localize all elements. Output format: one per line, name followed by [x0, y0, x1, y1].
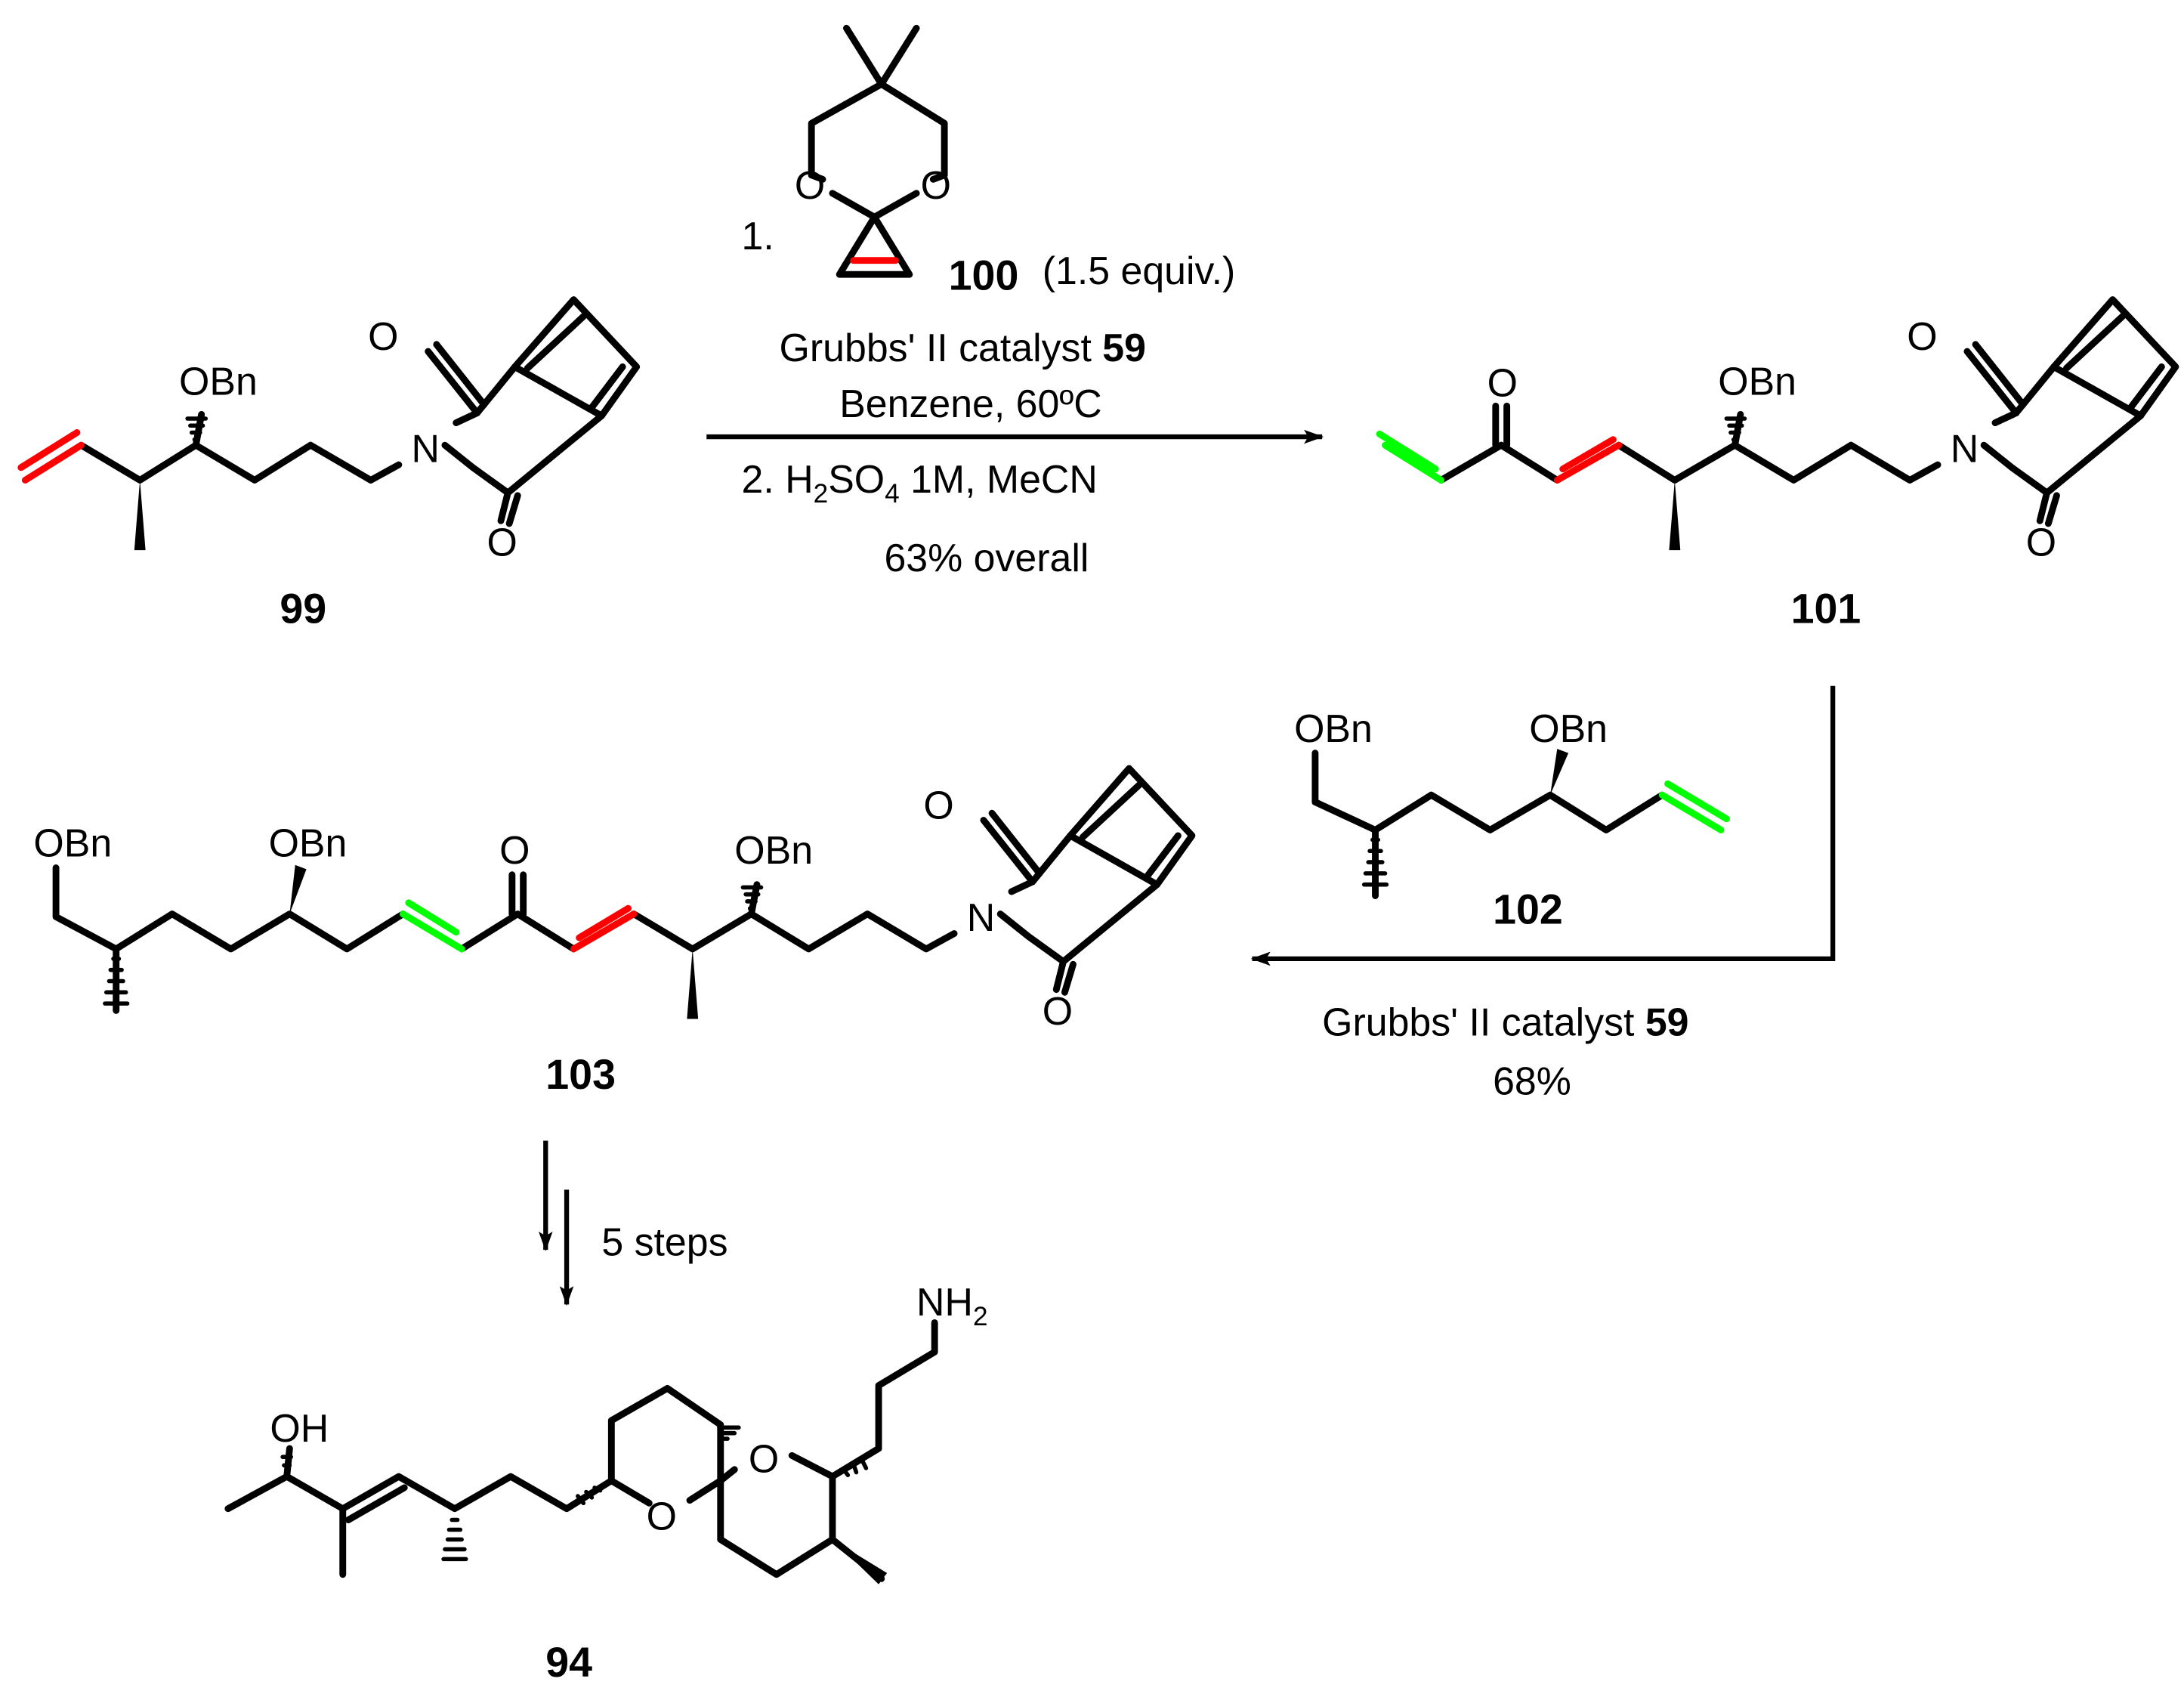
compound-101-carbonyl-o-bottom: O [2026, 520, 2056, 564]
compound-94-bonds [224, 1319, 938, 1582]
step1-solvent: Benzene, 60ºC [839, 382, 1102, 425]
step2-arrow [1250, 685, 1836, 966]
compound-103-carbonyl-o-bottom: O [1043, 989, 1073, 1033]
compound-103-hash-methyl [103, 957, 130, 1006]
compound-101-wedge-methyl [1669, 480, 1681, 551]
compound-101-obn-label: OBn [1718, 360, 1796, 403]
compound-100-bonds [808, 24, 948, 278]
compound-99-number: 99 [280, 585, 326, 632]
step2-catalyst: Grubbs' II catalyst 59 [1322, 1000, 1688, 1044]
compound-100-number: 100 [949, 252, 1019, 299]
compound-102-number: 102 [1493, 886, 1563, 933]
compound-102-wedge [1550, 749, 1569, 796]
compound-102-obn-left: OBn [1294, 706, 1373, 750]
step2-yield: 68% [1493, 1059, 1571, 1103]
compound-99-carbonyl-o-bottom: O [487, 520, 517, 564]
compound-103-wedge-methyl [687, 948, 699, 1019]
compound-103-obn-1: OBn [33, 821, 112, 865]
compound-99-terminal-alkene [17, 429, 85, 484]
compound-103-ketone-o: O [499, 828, 530, 872]
compound-94-hydroxyl: OH [270, 1406, 329, 1450]
compound-101-ketone-o: O [1487, 360, 1518, 404]
compound-101-nitrogen: N [1951, 426, 1979, 470]
compound-103-structure: OBn OBn O OBn O O N 103 [33, 765, 1196, 1098]
compound-99-bonds [77, 296, 641, 527]
compound-103-obn-2: OBn [269, 821, 348, 865]
compound-101-bonds [1438, 296, 2179, 527]
step2-arrow-group: Grubbs' II catalyst 59 68% [1250, 685, 1836, 1103]
compound-94-structure: OH O O NH2 94 [224, 1280, 988, 1686]
compound-103-wedge-obn [289, 864, 307, 914]
step1-yield: 63% overall [884, 536, 1089, 580]
compound-103-hash-obn [740, 885, 764, 910]
compound-102-hash [1361, 837, 1389, 887]
compound-101-number: 101 [1791, 585, 1861, 632]
step3-arrows: 5 steps [539, 1140, 728, 1306]
step1-catalyst: Grubbs' II catalyst 59 [780, 326, 1146, 369]
compound-99-obn-label: OBn [179, 360, 258, 403]
compound-99-hash [185, 416, 209, 442]
compound-103-bonds [52, 765, 1196, 1014]
compound-94-amine: NH2 [916, 1280, 987, 1331]
compound-100-structure: O O 1. 100 (1.5 equiv.) [742, 24, 1236, 299]
compound-99-structure: OBn O O N 99 [17, 296, 641, 632]
compound-103-nitrogen: N [967, 895, 995, 939]
compound-94-hash-marks [280, 1425, 869, 1562]
compound-103-green-alkene [399, 899, 465, 953]
step1-reagent: 2. H2SO4 1M, MeCN [742, 457, 1098, 509]
compound-94-ring-oxygen-2: O [749, 1437, 779, 1481]
compound-99-carbonyl-o-top: O [368, 314, 398, 358]
compound-103-carbonyl-o-top: O [923, 784, 953, 827]
compound-99-nitrogen: N [411, 426, 439, 470]
compound-101-red-alkene [1553, 436, 1623, 484]
compound-101-green-alkene [1376, 430, 1445, 484]
step1-conditions: Grubbs' II catalyst 59 Benzene, 60ºC 2. … [706, 326, 1324, 580]
compound-102-structure: OBn OBn 102 [1294, 706, 1730, 933]
step1-prefix: 1. [742, 214, 774, 258]
compound-103-number: 103 [545, 1051, 616, 1098]
compound-103-red-alkene [570, 904, 638, 953]
step3-label: 5 steps [601, 1220, 727, 1263]
compound-101-structure: O OBn O O N 101 [1376, 296, 2179, 632]
compound-94-number: 94 [545, 1639, 592, 1686]
compound-94-ring-oxygen-1: O [647, 1494, 677, 1538]
compound-101-carbonyl-o-top: O [1907, 314, 1937, 358]
compound-102-green-alkene [1658, 780, 1730, 833]
compound-94-wedge-methyl [832, 1539, 888, 1584]
compound-101-hash [1724, 416, 1747, 442]
compound-100-ring-oxygen-right: O [921, 163, 951, 207]
compound-102-obn-right: OBn [1529, 706, 1608, 750]
compound-99-wedge-methyl [134, 480, 146, 551]
compound-100-ring-oxygen-left: O [795, 163, 825, 207]
compound-100-equiv: (1.5 equiv.) [1043, 249, 1236, 292]
compound-103-obn-3: OBn [734, 828, 813, 872]
